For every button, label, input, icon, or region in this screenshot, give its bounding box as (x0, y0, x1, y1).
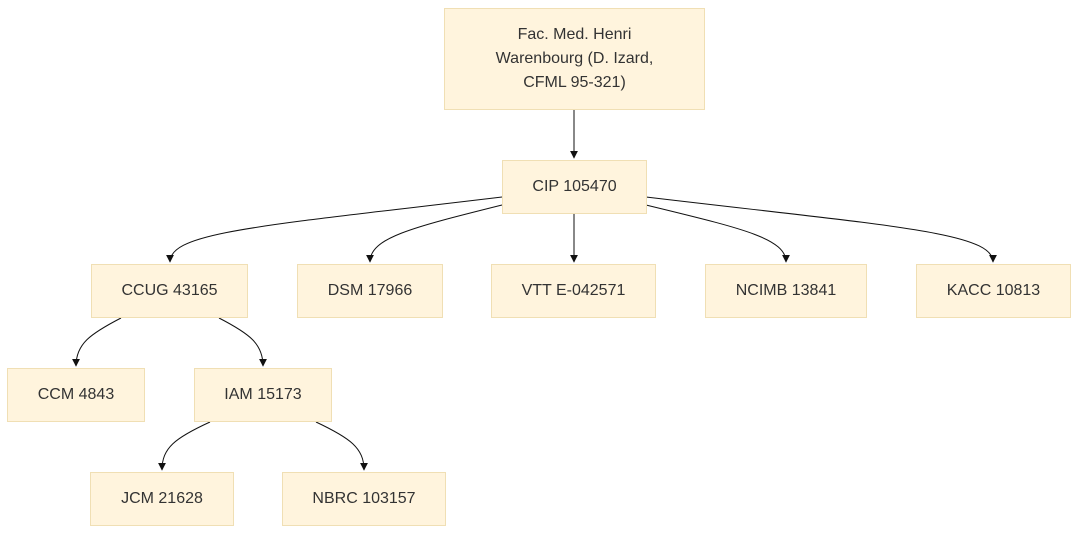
node-label: KACC 10813 (946, 282, 1041, 299)
edge-ccug-iam (218, 317, 267, 367)
node-label: VTT E-042571 (521, 282, 626, 299)
node-ccm-4843: CCM 4843 (7, 368, 145, 422)
node-cip-105470: CIP 105470 (502, 160, 647, 214)
edge-iam-jcm (158, 421, 211, 471)
node-label: Fac. Med. Henri Warenbourg (D. Izard, CF… (495, 26, 654, 91)
edge-cip-kacc (645, 196, 997, 263)
edge-cip-dsm (366, 204, 503, 263)
node-iam-15173: IAM 15173 (194, 368, 332, 422)
node-ncimb-13841: NCIMB 13841 (705, 264, 867, 318)
node-label: JCM 21628 (121, 490, 203, 507)
node-label: NCIMB 13841 (735, 282, 837, 299)
node-fac-med-henri-warenbourg: Fac. Med. Henri Warenbourg (D. Izard, CF… (444, 8, 705, 110)
node-dsm-17966: DSM 17966 (297, 264, 443, 318)
edge-iam-nbrc (315, 421, 368, 471)
node-kacc-10813: KACC 10813 (916, 264, 1071, 318)
edge-cip-ncimb (645, 204, 790, 263)
node-vtt-e-042571: VTT E-042571 (491, 264, 656, 318)
node-label: CCM 4843 (37, 386, 115, 403)
node-nbrc-103157: NBRC 103157 (282, 472, 446, 526)
node-ccug-43165: CCUG 43165 (91, 264, 248, 318)
node-label: CIP 105470 (532, 178, 617, 195)
node-jcm-21628: JCM 21628 (90, 472, 234, 526)
node-label: NBRC 103157 (312, 490, 416, 507)
node-label: IAM 15173 (224, 386, 302, 403)
node-label: DSM 17966 (327, 282, 413, 299)
edge-ccug-ccm (72, 317, 122, 367)
node-label: CCUG 43165 (121, 282, 218, 299)
edge-cip-ccug (166, 196, 503, 263)
